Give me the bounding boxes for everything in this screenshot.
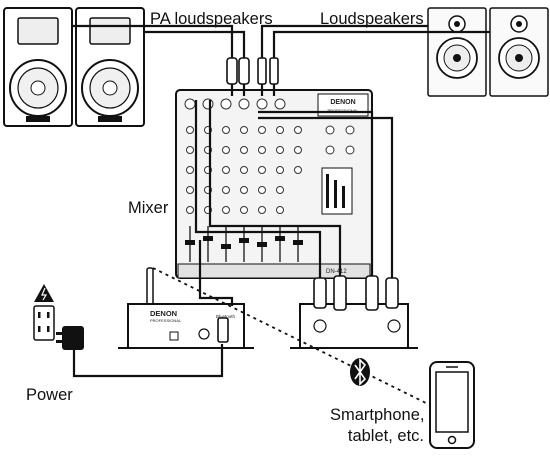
mixer-label: Mixer	[128, 199, 169, 217]
cables	[72, 24, 490, 378]
mixer-channel-strips	[184, 98, 302, 214]
loudspeakers-label: Loudspeakers	[320, 10, 424, 28]
power-adapter-icon	[56, 326, 84, 350]
receiver-brand: DENON	[150, 309, 177, 318]
smartphone-label-line1: Smartphone,	[330, 406, 425, 424]
studio-monitor-right	[489, 7, 549, 97]
bluetooth-receiver: DENON PROFESSIONAL Bluetooth	[118, 267, 254, 349]
smartphone-icon	[429, 361, 475, 449]
pa-speaker-left	[3, 7, 73, 127]
smartphone-label-line2: tablet, etc.	[347, 427, 424, 445]
warning-icon	[34, 284, 54, 302]
di-box	[290, 303, 418, 349]
bluetooth-link	[152, 267, 431, 406]
pa-loudspeakers-label: PA loudspeakers	[150, 10, 273, 28]
receiver-bluetooth-name: Bluetooth	[216, 314, 236, 319]
power-outlet-icon	[33, 305, 55, 341]
cable-plugs	[217, 57, 399, 343]
pa-speaker-right	[75, 7, 145, 127]
mixer-brand: DENON	[330, 99, 355, 106]
receiver-sub-brand: PROFESSIONAL	[150, 318, 182, 323]
studio-monitor-left	[427, 7, 487, 97]
power-label: Power	[26, 386, 73, 404]
mixer-sub-brand: PROFESSIONAL	[327, 108, 359, 113]
mixer-model: DN-412	[326, 269, 347, 275]
bluetooth-icon	[350, 358, 370, 386]
